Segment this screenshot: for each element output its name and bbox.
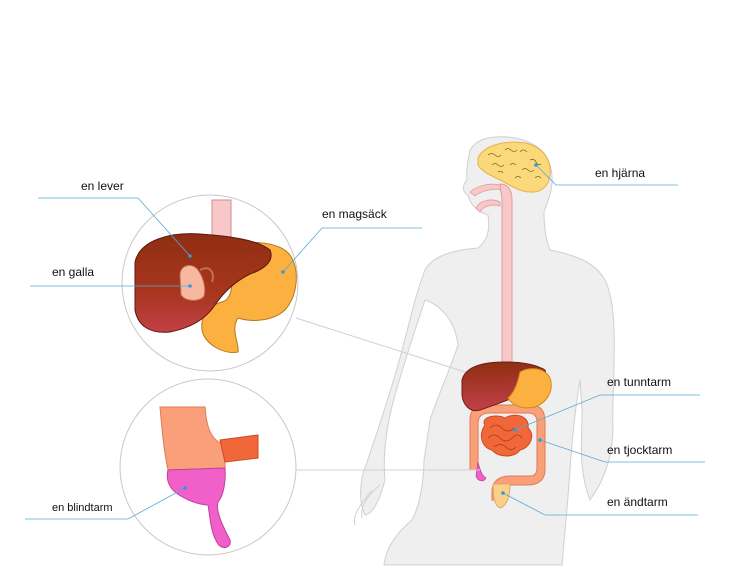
label-brain: en hjärna <box>595 166 645 180</box>
large-intestine-organ <box>469 404 546 501</box>
appendix-organ <box>475 461 487 482</box>
label-rectum: en ändtarm <box>607 495 668 509</box>
esophagus <box>499 183 513 369</box>
label-large-intestine: en tjocktarm <box>607 443 672 457</box>
rectum-organ <box>492 483 511 509</box>
small-intestine-organ <box>481 414 533 457</box>
label-stomach: en magsäck <box>322 207 388 221</box>
label-gallbladder: en galla <box>52 265 94 279</box>
brain-organ <box>477 141 551 193</box>
mouth-passage <box>469 183 506 213</box>
label-appendix: en blindtarm <box>52 502 113 514</box>
zoom-connector-upper <box>295 317 466 373</box>
leader-lines <box>25 163 705 520</box>
zoom-circle-lower <box>119 378 297 556</box>
zoom-circle-upper <box>121 194 299 372</box>
body-silhouette <box>353 136 615 566</box>
stomach-organ <box>507 368 552 409</box>
label-small-intestine: en tunntarm <box>607 375 671 389</box>
label-liver: en lever <box>81 179 124 193</box>
